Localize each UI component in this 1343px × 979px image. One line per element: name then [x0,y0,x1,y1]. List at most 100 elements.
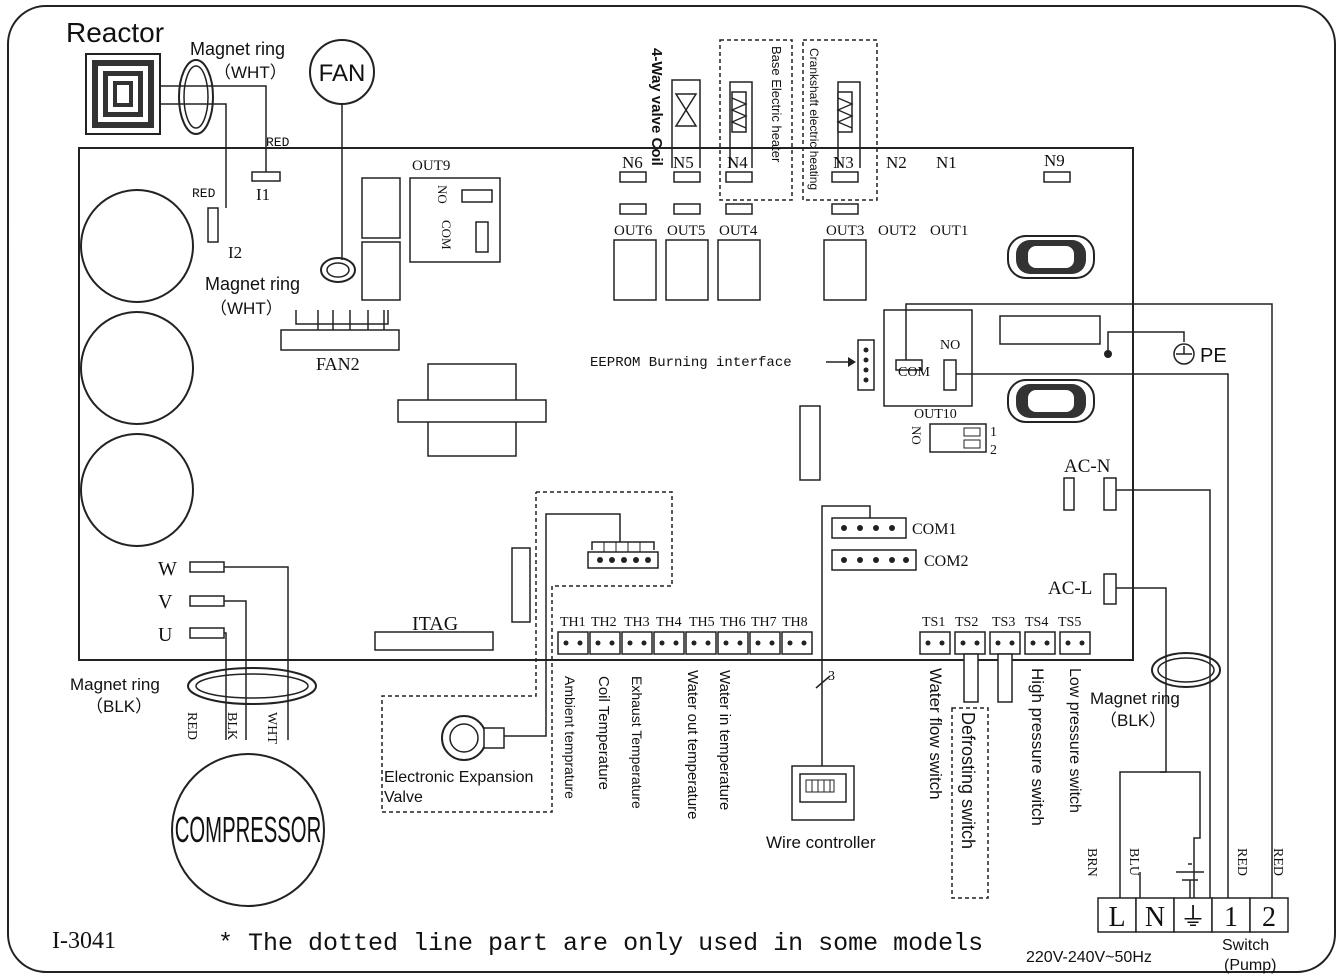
label-th7: TH7 [751,615,777,630]
label-th8: TH8 [782,615,808,630]
pcb-board [78,147,1134,661]
th-name-ambient: Ambient temprature [562,676,578,799]
label-th1: TH1 [560,615,586,630]
th-name-water-in: Water in temperature [716,670,733,810]
label-out6: OUT6 [614,223,653,239]
wire-brn: BRN [1084,848,1099,877]
four-way-label: 4-Way valve Coil [648,48,665,166]
label-three: 3 [828,669,835,684]
label-itag: ITAG [412,613,458,635]
ts-name-defrost: Defrosting switch [958,712,978,849]
wire-wht-comp: WHT [264,712,279,744]
ts-connectors [919,631,1091,655]
terminal-1: 1 [1224,902,1238,933]
connector-itag [374,631,494,651]
magnet-ring-fan [320,257,356,283]
label-out9: OUT9 [412,158,450,174]
label-ts3: TS3 [992,615,1015,630]
magnet-ring-top [178,59,214,135]
magnet-ring-comp-label: Magnet ring [70,675,160,694]
wire-red-2: RED [192,186,216,201]
terminal-l: L [1108,902,1125,933]
label-n5: N5 [673,153,694,172]
wire-red-1: RED [266,135,290,150]
eev-label: Electronic Expansion [384,769,533,786]
reactor [85,53,161,135]
wire-blk-comp: BLK [224,712,239,740]
crank-heater-icon [836,81,861,168]
terminal-2: 2 [1262,902,1276,933]
label-n1: N1 [936,153,957,172]
eev-connector [587,541,659,569]
terminal-block [1097,897,1289,933]
wire-red-comp: RED [184,712,199,740]
connector-i2 [207,207,219,243]
inductor-top [1007,235,1095,279]
magnet-ring-top-color: （WHT） [214,63,287,82]
footer-pump: (Pump) [1224,957,1276,974]
label-w: W [158,558,177,580]
magnet-ring-fan-label: Magnet ring [205,274,300,294]
label-n2: N2 [886,153,907,172]
ts-name-low: Low pressure switch [1066,668,1083,813]
connector-com1 [831,517,907,539]
label-n9: N9 [1044,151,1065,170]
footer-voltage: 220V-240V~50Hz [1026,949,1152,966]
label-acn: AC-N [1064,456,1111,477]
outer-frame [7,5,1336,973]
capacitor-1 [80,189,194,303]
crank-heater-label: Crankshaft electric heating [807,48,821,190]
compressor-label: COMPRESSOR [175,810,321,851]
four-way-valve-icon [671,79,701,168]
ground-icon [1173,343,1195,365]
magnet-ring-comp-color: （BLK） [86,697,152,716]
label-no9: NO [435,185,450,204]
magnet-ring-comp [187,667,317,705]
label-ts2: TS2 [955,615,978,630]
label-out3: OUT3 [826,223,864,239]
label-acl: AC-L [1048,578,1092,599]
footer-switch: Switch [1222,937,1269,954]
label-n6: N6 [622,153,643,172]
connector-i1 [251,171,281,182]
base-heater-label: Base Electric heater [769,46,784,163]
footer-code: I-3041 [52,928,116,954]
footer-note: * The dotted line part are only used in … [218,929,983,958]
magnet-ring-fan-color: （WHT） [210,299,283,318]
magnet-ring-top-label: Magnet ring [190,39,285,59]
label-th5: TH5 [689,615,715,630]
label-out2: OUT2 [878,223,916,239]
label-ts4: TS4 [1025,615,1048,630]
capacitor-3 [80,433,194,547]
eeprom-connector [857,339,875,391]
wire-controller-label: Wire controller [766,833,876,852]
label-i2: I2 [228,243,242,262]
th-connectors [557,631,813,655]
label-n3: N3 [833,153,854,172]
label-th4: TH4 [656,615,682,630]
relay-main [883,309,973,407]
th-name-coil: Coil Temperature [595,676,612,790]
label-fan2: FAN2 [316,354,360,374]
reactor-label: Reactor [66,17,164,48]
eev-label-2: Valve [384,789,423,806]
label-out1: OUT1 [930,223,968,239]
eev-valve-icon [441,715,505,761]
label-i1: I1 [256,185,270,204]
label-out10: OUT10 [914,407,957,422]
ts-name-high: High pressure switch [1028,668,1047,826]
defrost-dotted-box [951,707,989,899]
label-sw1: 1 [990,425,997,440]
label-u: U [158,624,173,646]
eeprom-label: EEPROM Burning interface [590,355,792,371]
ts-name-water-flow: Water flow switch [926,668,945,800]
label-sw2: 2 [990,443,997,458]
eev-dotted-box [381,491,673,813]
magnet-ring-right [1151,652,1221,688]
label-out5: OUT5 [667,223,705,239]
th-name-exhaust: Exhaust Temperature [629,676,645,809]
terminal-n: N [1145,902,1165,933]
label-com1: COM1 [912,521,956,538]
wire-blu: BLU [1126,848,1141,876]
